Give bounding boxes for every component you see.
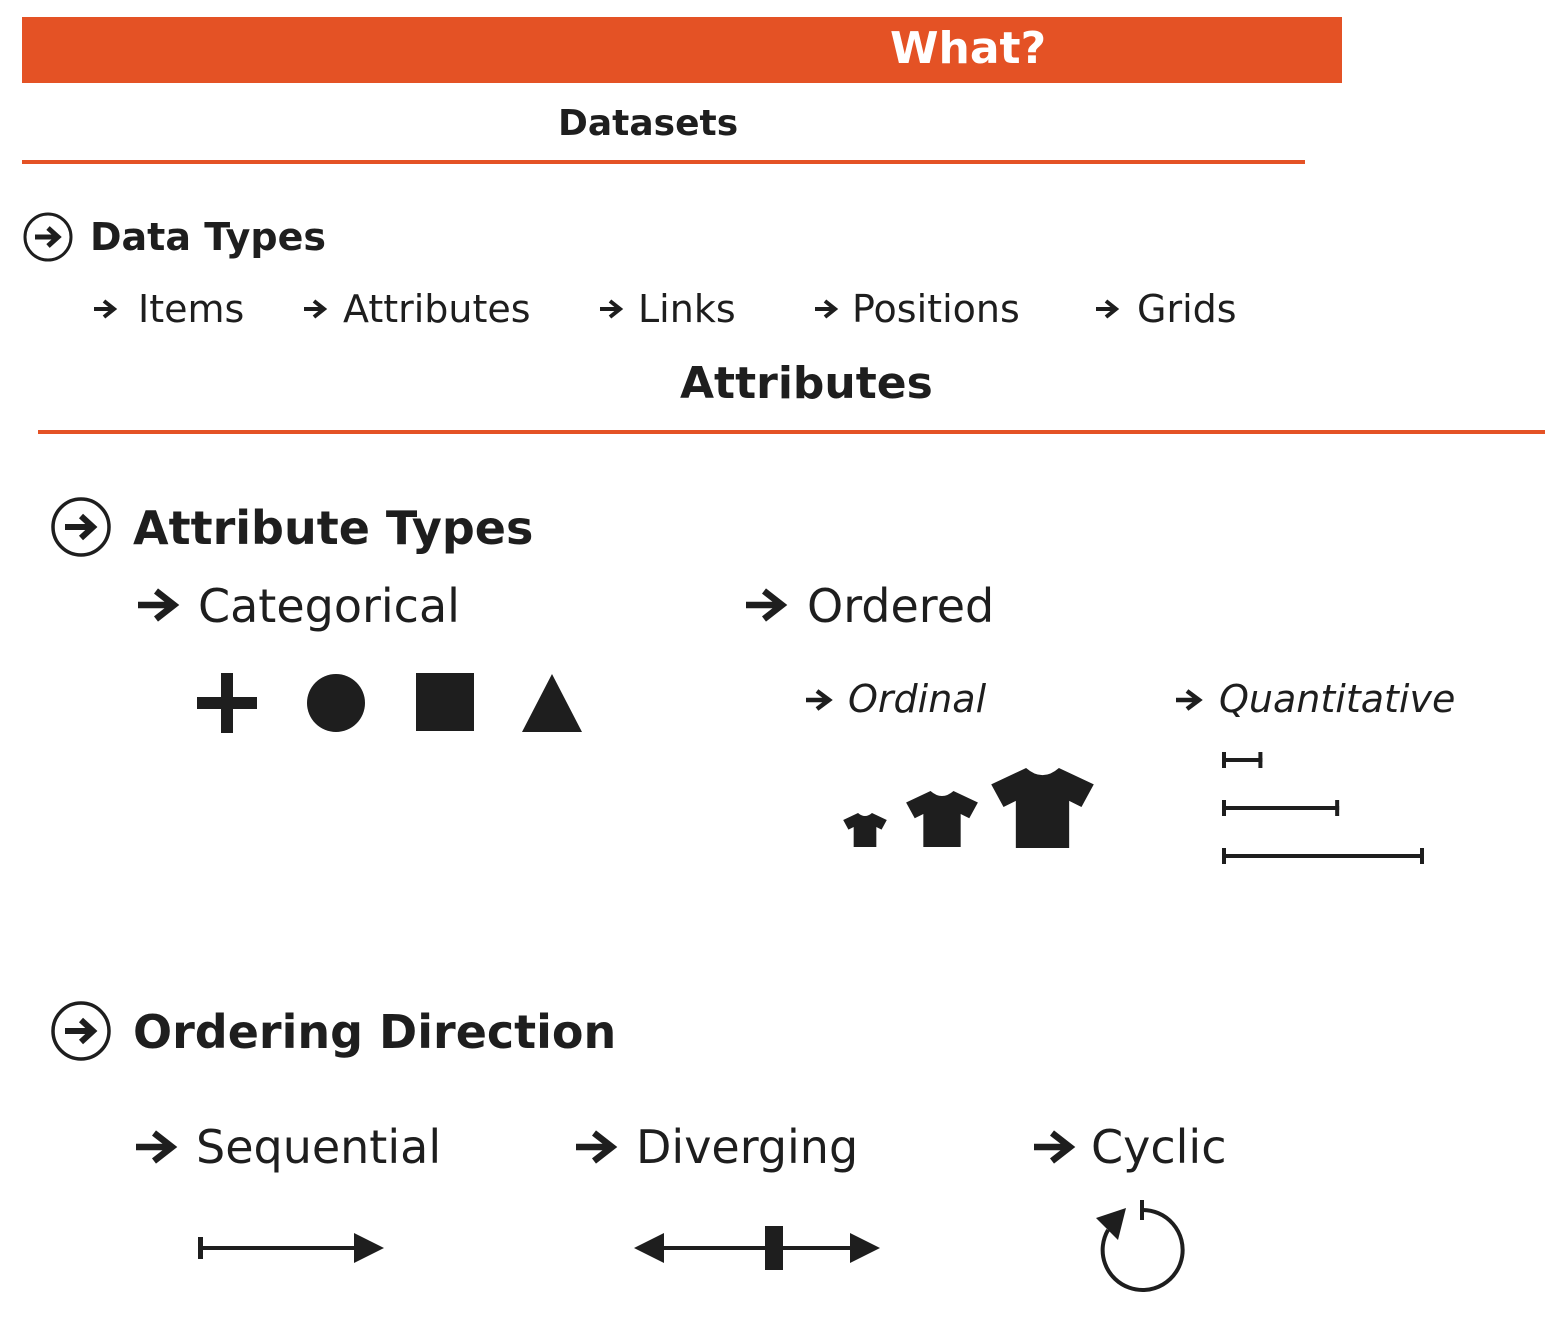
circle-arrow-icon (51, 1001, 111, 1061)
quantitative-bar (1222, 848, 1424, 864)
ordinal-label: Ordinal (848, 677, 987, 721)
diverging-arrow-icon (634, 1226, 880, 1270)
arrow-icon (600, 299, 624, 319)
arrow-icon (746, 588, 788, 622)
arrow-icon (806, 689, 833, 711)
attributes-rule (38, 430, 1545, 434)
data-types-heading: Data Types (90, 215, 326, 259)
data-type-grids: Grids (1137, 287, 1237, 331)
diverging-label: Diverging (636, 1120, 859, 1174)
sequential-label: Sequential (196, 1120, 442, 1174)
quantitative-bar (1222, 800, 1340, 816)
cyclic-label: Cyclic (1091, 1120, 1227, 1174)
ordering-direction-heading: Ordering Direction (133, 1005, 617, 1059)
data-type-positions: Positions (852, 287, 1020, 331)
tshirt-large-icon (991, 768, 1094, 848)
quantitative-bar (1222, 752, 1263, 768)
categorical-label: Categorical (198, 579, 460, 633)
datasets-heading: Datasets (558, 103, 739, 144)
sequential-arrow-icon (198, 1233, 384, 1263)
circle-arrow-icon (51, 497, 111, 557)
banner-title: What? (890, 23, 1047, 74)
arrow-icon (576, 1130, 618, 1164)
square-icon (416, 673, 474, 731)
arrow-icon (138, 588, 180, 622)
cyclic-arrow-icon (1096, 1200, 1185, 1292)
tshirt-small-icon (843, 813, 887, 847)
data-type-links: Links (638, 287, 736, 331)
tshirt-medium-icon (906, 791, 978, 847)
circle-icon (307, 674, 365, 732)
attribute-types-heading: Attribute Types (133, 501, 534, 555)
arrow-icon (815, 299, 839, 319)
arrow-icon (304, 299, 328, 319)
data-type-items: Items (138, 287, 245, 331)
plus-icon (197, 673, 257, 733)
data-type-attributes: Attributes (343, 287, 531, 331)
quantitative-bars (1222, 752, 1424, 864)
quantitative-label: Quantitative (1219, 677, 1456, 721)
triangle-icon (522, 674, 582, 732)
ordered-label: Ordered (807, 579, 995, 633)
attributes-heading: Attributes (680, 358, 933, 409)
arrow-icon (1096, 299, 1120, 319)
circle-arrow-icon (23, 212, 73, 262)
datasets-rule (22, 160, 1305, 164)
arrow-icon (1176, 689, 1203, 711)
arrow-icon (1034, 1130, 1076, 1164)
arrow-icon (94, 299, 118, 319)
arrow-icon (136, 1130, 178, 1164)
what-banner: What? (22, 17, 1342, 83)
